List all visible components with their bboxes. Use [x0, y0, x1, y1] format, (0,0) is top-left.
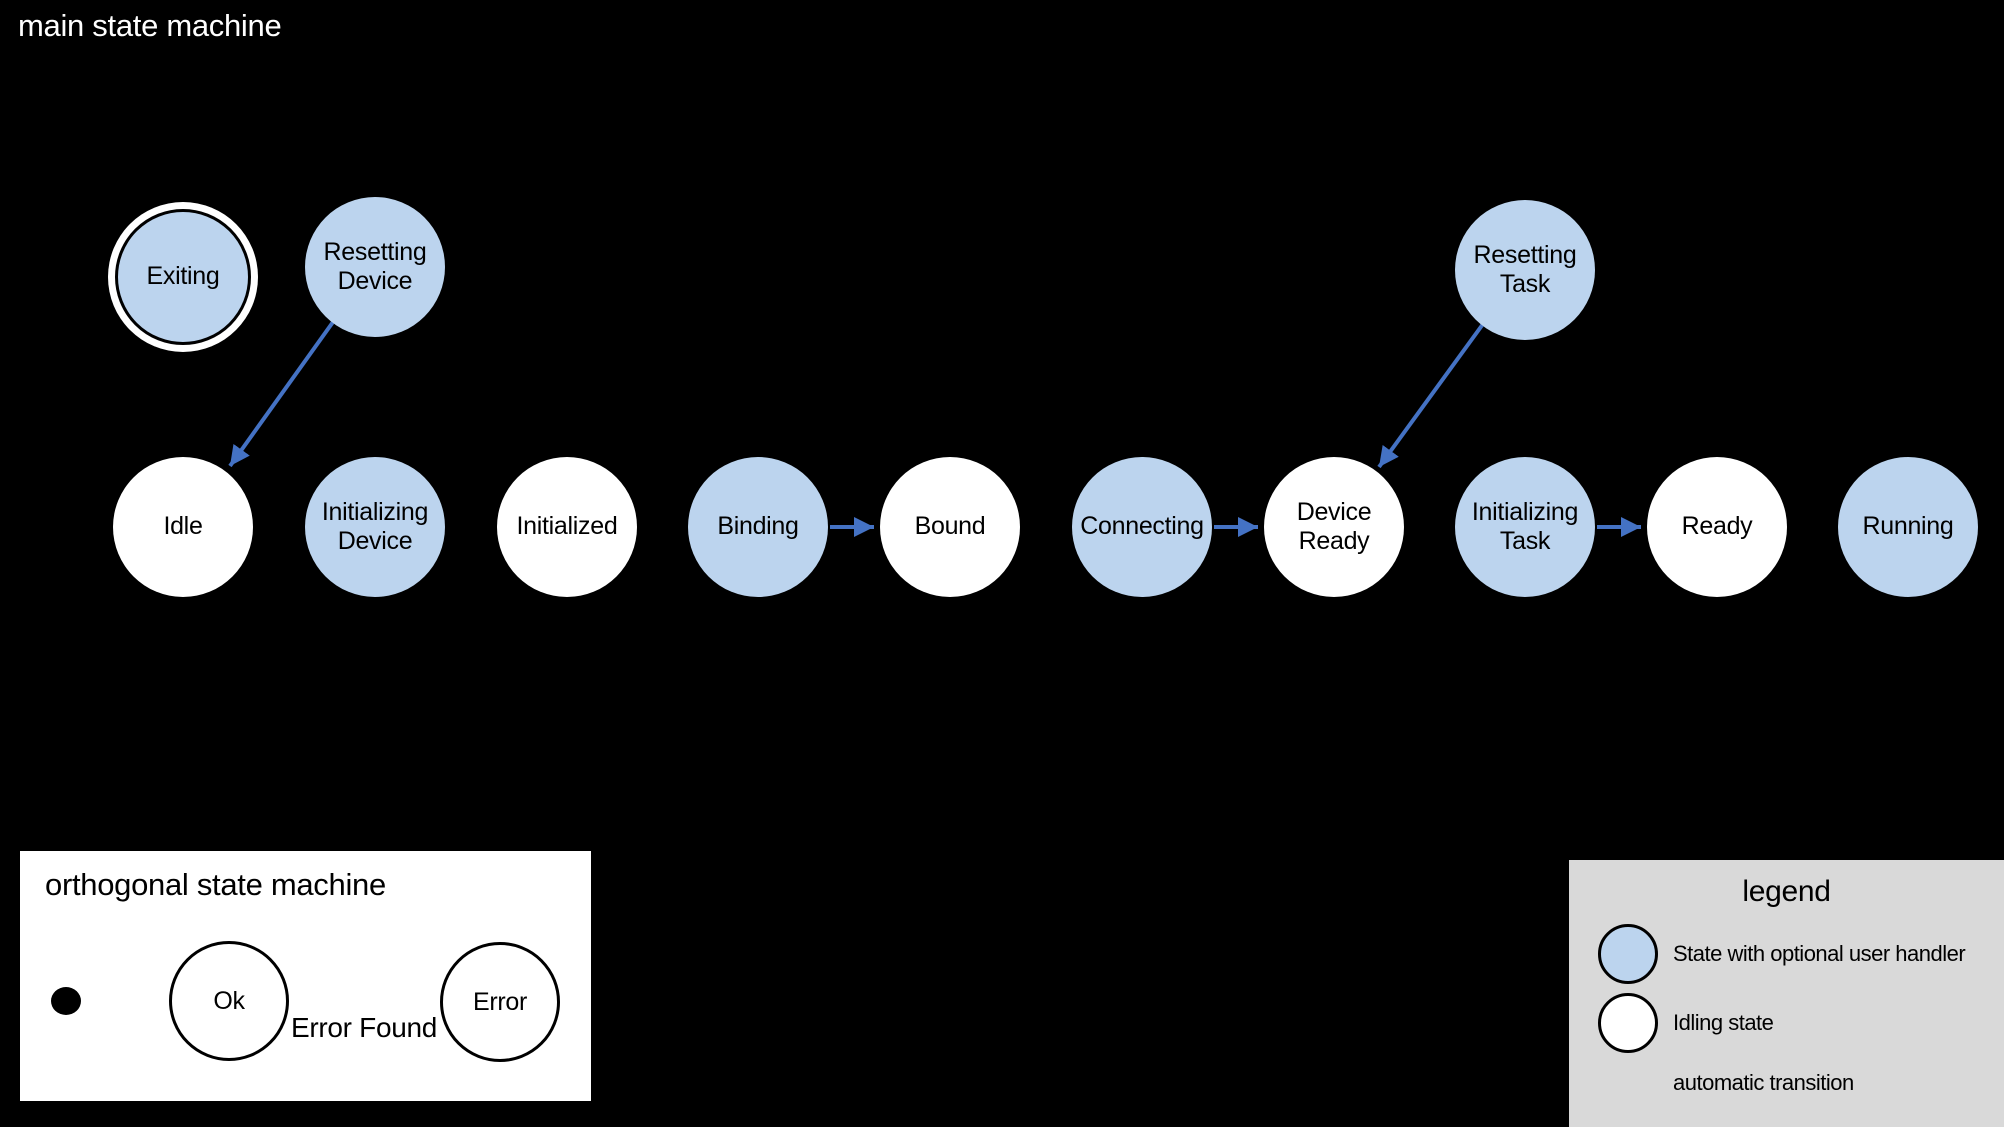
state-resetting-task: Resetting Task — [1455, 200, 1595, 340]
initial-state-dot — [51, 987, 81, 1015]
main-machine-title: main state machine — [18, 8, 282, 43]
state-label: Running — [1862, 512, 1954, 541]
state-connecting: Connecting — [1072, 457, 1212, 597]
state-label: Ok — [213, 986, 245, 1015]
state-label: Initialized — [516, 512, 618, 541]
idling-state-symbol-icon — [1598, 993, 1658, 1053]
transition-label-error-found: Error Found — [290, 1012, 438, 1043]
state-label: Binding — [717, 512, 799, 541]
user-handler-state-symbol-icon — [1598, 924, 1658, 984]
state-binding: Binding — [688, 457, 828, 597]
state-resetting-device: Resetting Device — [305, 197, 445, 337]
state-device-ready: Device Ready — [1264, 457, 1404, 597]
legend-panel: legend — [1569, 860, 2004, 1127]
state-initialized: Initialized — [497, 457, 637, 597]
state-idle: Idle — [113, 457, 253, 597]
legend-title: legend — [1742, 875, 1831, 908]
transition-resetting-device-to-idle — [228, 320, 335, 468]
state-label: Initializing Task — [1471, 497, 1579, 556]
state-label: Idle — [163, 512, 203, 541]
legend-item-label: State with optional user handler — [1673, 941, 1966, 966]
state-label: Error — [472, 987, 528, 1016]
state-initializing-task: Initializing Task — [1455, 457, 1595, 597]
state-label: Resetting Task — [1473, 240, 1577, 299]
state-label: Ready — [1681, 512, 1753, 541]
state-label: Connecting — [1080, 512, 1204, 541]
state-bound: Bound — [880, 457, 1020, 597]
state-label: Resetting Device — [323, 237, 427, 296]
state-label: Exiting — [146, 262, 220, 291]
state-label: Device Ready — [1296, 497, 1372, 556]
state-initializing-device: Initializing Device — [305, 457, 445, 597]
state-error: Error — [440, 942, 560, 1062]
state-ready: Ready — [1647, 457, 1787, 597]
state-ok: Ok — [169, 941, 289, 1061]
state-label: Initializing Device — [321, 497, 429, 556]
legend-item-label: Idling state — [1673, 1010, 1774, 1035]
legend-item-label: automatic transition — [1673, 1070, 1854, 1095]
state-label: Bound — [914, 512, 986, 541]
state-exiting: Exiting — [115, 209, 251, 345]
state-running: Running — [1838, 457, 1978, 597]
orthogonal-machine-title: orthogonal state machine — [45, 867, 386, 902]
transition-resetting-task-to-device-ready — [1377, 322, 1485, 469]
